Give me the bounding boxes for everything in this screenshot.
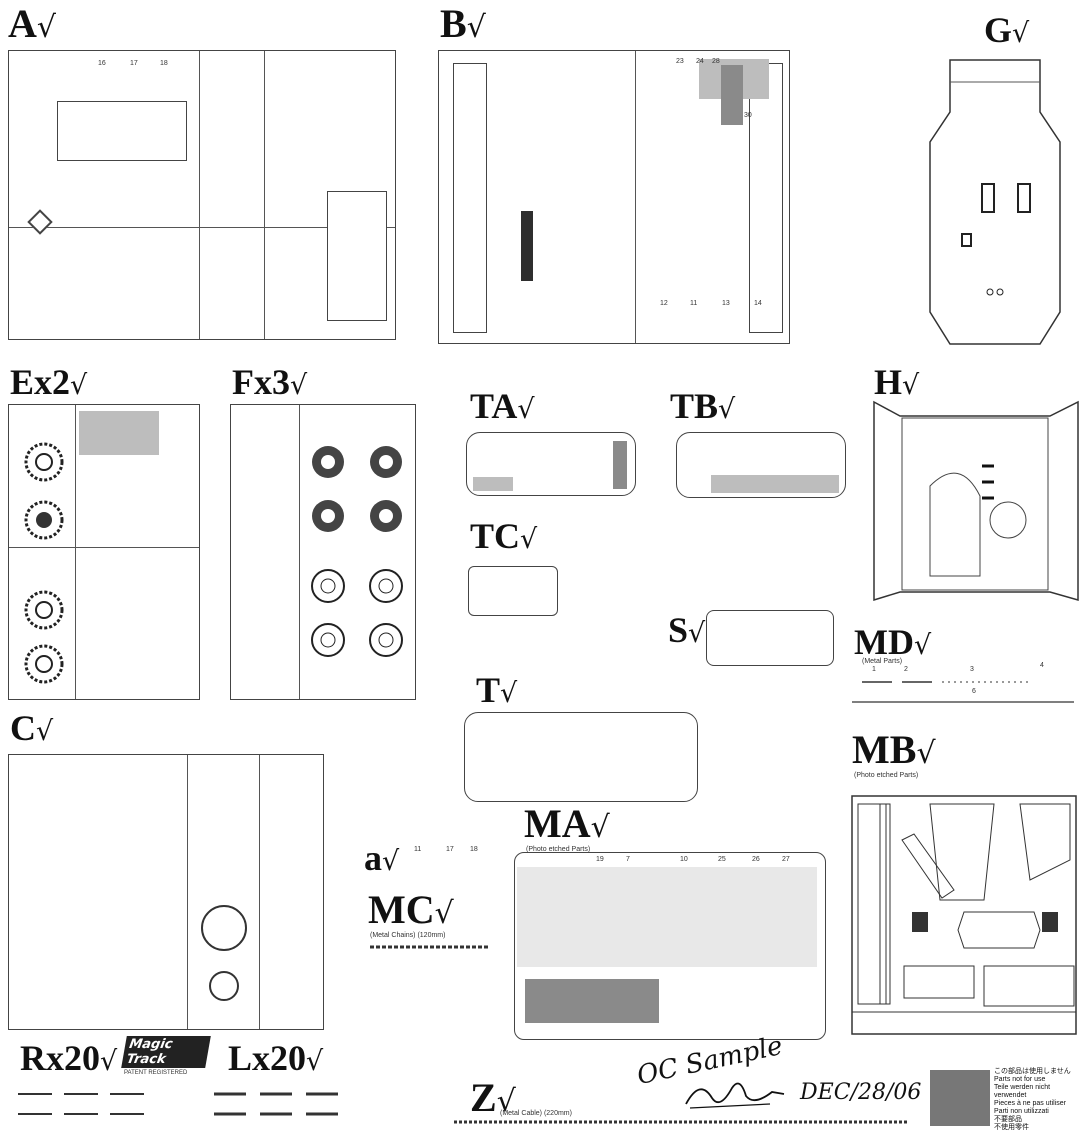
- b-part-13: 13: [722, 300, 730, 307]
- z-metal-cable: [454, 1120, 908, 1124]
- notice-line: 不要部品: [994, 1116, 1022, 1123]
- b-part-12: 12: [660, 300, 668, 307]
- md-metal-parts: [852, 681, 1074, 703]
- mb-sublabel: (Photo etched Parts): [854, 772, 919, 779]
- md-sublabel: (Metal Parts): [862, 658, 903, 665]
- sprue-label-rx20: Rx20√: [20, 1038, 118, 1078]
- a-part-17: 17: [130, 60, 138, 67]
- sprue-s-frame: [706, 610, 834, 666]
- magic-track-title: Magic Track: [121, 1036, 211, 1068]
- a-small-part-18: 18: [470, 846, 478, 853]
- ma-part-27: 27: [782, 856, 790, 863]
- handwritten-signature: [685, 1082, 785, 1109]
- ma-part-25: 25: [718, 856, 726, 863]
- sprue-label-s: S√: [668, 610, 706, 650]
- sprue-label-c: C√: [10, 708, 54, 748]
- magic-track-logo: Magic Track PATENT REGISTERED: [121, 1036, 211, 1076]
- sprue-label-mc: MC√: [368, 887, 454, 932]
- b-part-14: 14: [754, 300, 762, 307]
- sprue-label-md: MD√: [854, 622, 932, 662]
- magic-track-subtitle: PATENT REGISTERED: [124, 1070, 188, 1076]
- notice-line: Teile werden nicht verwendet: [994, 1084, 1051, 1099]
- sprue-label-g: G√: [984, 10, 1030, 50]
- sprue-label-z: Z√: [470, 1075, 516, 1120]
- ma-part-10: 10: [680, 856, 688, 863]
- z-sublabel: (Metal Cable) (220mm): [500, 1110, 572, 1117]
- sprue-label-ex2: Ex2√: [10, 362, 88, 402]
- a-part-18: 18: [160, 60, 168, 67]
- sprue-h-hull-tub: [873, 400, 1079, 602]
- sprue-ex2-frame: [8, 404, 200, 700]
- notice-line: この部品は使用しません: [994, 1068, 1071, 1075]
- a-small-part-11: 11: [414, 846, 422, 853]
- ma-part-26: 26: [752, 856, 760, 863]
- b-part-23: 23: [676, 58, 684, 65]
- b-part-28: 28: [712, 58, 720, 65]
- sprue-label-a: A√: [8, 1, 57, 46]
- fx3-road-wheels: [311, 446, 403, 657]
- sprue-c-frame: [8, 754, 324, 1030]
- mc-metal-chain: [370, 945, 490, 949]
- sprue-ta-frame: [466, 432, 636, 496]
- ma-part-19: 19: [596, 856, 604, 863]
- sprue-tb-frame: [676, 432, 846, 498]
- a-part-16: 16: [98, 60, 106, 67]
- sprue-tc-frame: [468, 566, 558, 616]
- md-part-4: 4: [1040, 662, 1044, 669]
- handwritten-date: DEC/28/06: [800, 1080, 922, 1105]
- track-links: [18, 1092, 338, 1116]
- sprue-label-tb: TB√: [670, 386, 736, 426]
- sprue-g-hull-plate: [929, 59, 1061, 345]
- sprue-label-h: H√: [874, 362, 920, 402]
- md-part-1: 1: [872, 666, 876, 673]
- sprue-label-t: T√: [476, 670, 518, 710]
- md-part-3: 3: [970, 666, 974, 673]
- c-circular-parts: [201, 905, 247, 1001]
- sprue-b-frame: [438, 50, 790, 344]
- sprue-label-a-small: a√: [364, 838, 400, 878]
- b-part-24: 24: [696, 58, 704, 65]
- not-for-use-notice: この部品は使用しません Parts not for use Teile werd…: [994, 1068, 1084, 1132]
- sprue-mb-fret: [851, 795, 1077, 1035]
- sprue-a-frame: [8, 50, 396, 340]
- md-part-2: 2: [904, 666, 908, 673]
- notice-line: 不使用零件: [994, 1124, 1029, 1131]
- md-part-6: 6: [972, 688, 976, 695]
- sprue-label-ta: TA√: [470, 386, 535, 426]
- ex2-sprocket-wheels: [24, 442, 64, 684]
- sprue-label-tc: TC√: [470, 516, 538, 556]
- sprue-label-mb: MB√: [852, 727, 936, 772]
- sprue-label-b: B√: [440, 1, 486, 46]
- sprue-t-frame: [464, 712, 698, 802]
- sprue-ma-fret: [514, 852, 826, 1040]
- ma-sublabel: (Photo etched Parts): [526, 846, 591, 853]
- b-part-30: 30: [744, 112, 752, 119]
- notice-line: Pieces à ne pas utiliser: [994, 1100, 1066, 1107]
- sprue-label-fx3: Fx3√: [232, 362, 308, 402]
- notice-line: Parti non utilizzati: [994, 1108, 1049, 1115]
- notice-line: Parts not for use: [994, 1076, 1046, 1083]
- a-small-part-17: 17: [446, 846, 454, 853]
- b-part-11: 11: [690, 300, 698, 307]
- mc-sublabel: (Metal Chains) (120mm): [370, 932, 446, 939]
- sprue-label-lx20: Lx20√: [228, 1038, 324, 1078]
- sprue-label-ma: MA√: [524, 801, 610, 846]
- not-for-use-swatch: [930, 1070, 990, 1126]
- ma-part-7: 7: [626, 856, 630, 863]
